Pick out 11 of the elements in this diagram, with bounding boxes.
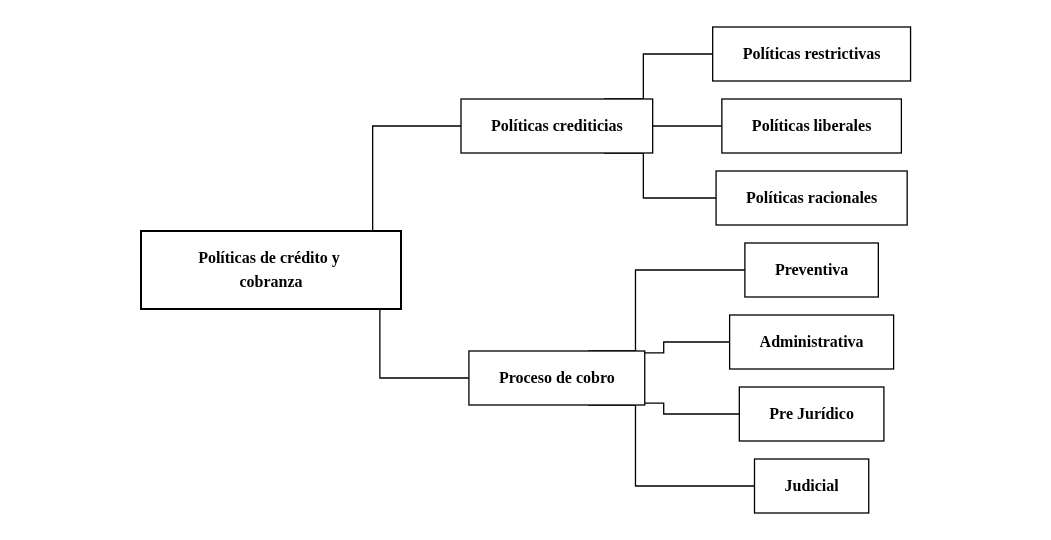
node-box: Judicial (753, 458, 870, 514)
node-box: Administrativa (728, 314, 894, 370)
node-box: Políticas de crédito y cobranza (139, 230, 402, 310)
node-box: Políticas liberales (720, 98, 902, 154)
node-box: Políticas racionales (715, 170, 908, 226)
node-box: Pre Jurídico (738, 386, 885, 442)
node-box: Políticas restrictivas (711, 26, 911, 82)
node-box: Preventiva (743, 242, 879, 298)
node-box: Proceso de cobro (468, 350, 646, 406)
connector (643, 341, 730, 354)
node-box: Políticas crediticias (460, 98, 654, 154)
